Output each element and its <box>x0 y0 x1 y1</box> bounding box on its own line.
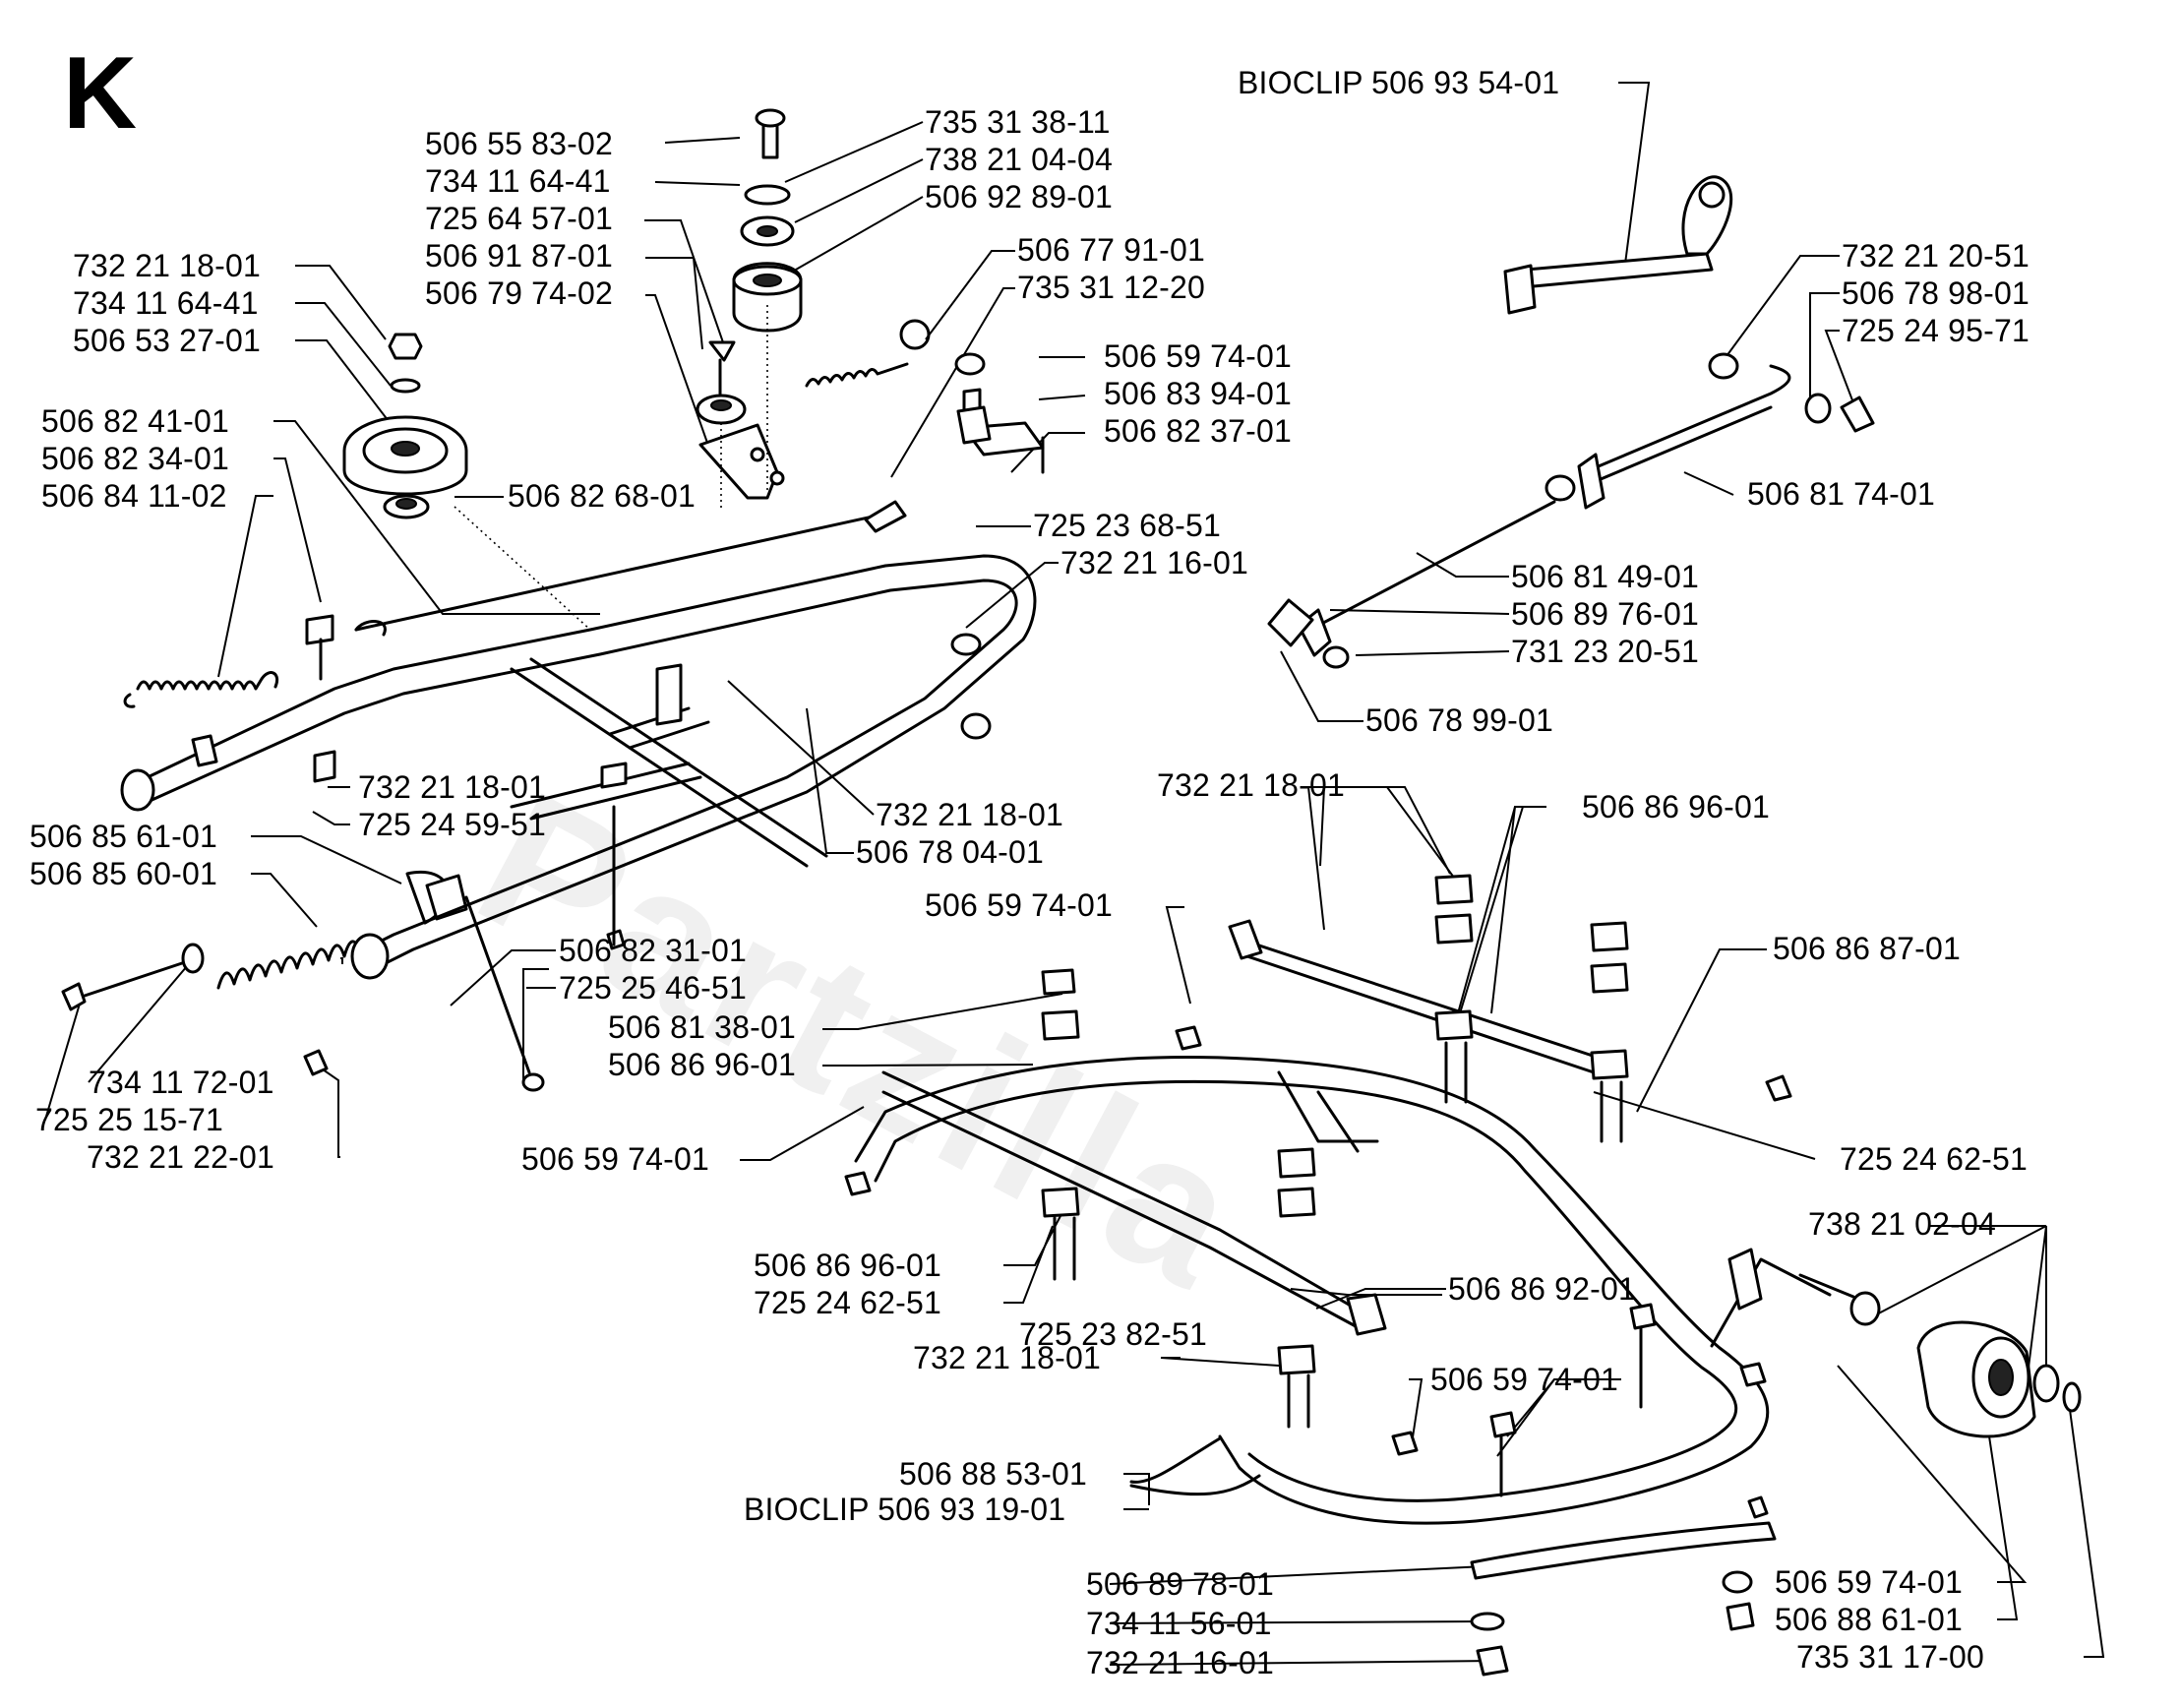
part-number-label: BIOCLIP 506 93 19-01 <box>744 1492 1066 1527</box>
part-number-label: 732 21 18-01 <box>876 797 1064 832</box>
part-number-label: 506 81 49-01 <box>1511 559 1700 594</box>
part-number-label: 725 64 57-01 <box>425 201 614 236</box>
part-number-label: 506 86 96-01 <box>754 1248 942 1283</box>
part-number-label: 506 83 94-01 <box>1104 376 1293 411</box>
part-number-label: 506 86 87-01 <box>1773 931 1962 966</box>
part-number-label: 506 82 41-01 <box>41 403 230 439</box>
part-number-label: 732 21 18-01 <box>913 1340 1102 1375</box>
part-number-label: 725 25 15-71 <box>35 1102 224 1137</box>
part-number-label: BIOCLIP 506 93 54-01 <box>1238 65 1560 100</box>
part-number-label: 506 89 78-01 <box>1086 1566 1275 1602</box>
part-number-label: 506 55 83-02 <box>425 126 614 161</box>
part-number-label: 506 78 04-01 <box>856 834 1045 870</box>
part-number-label: 506 59 74-01 <box>1104 338 1293 374</box>
part-number-label: 725 25 46-51 <box>559 970 748 1006</box>
part-number-label: 506 59 74-01 <box>925 887 1114 923</box>
part-number-label: 734 11 56-01 <box>1086 1606 1272 1641</box>
part-number-label: 506 82 37-01 <box>1104 413 1293 449</box>
part-number-label: 738 21 04-04 <box>925 142 1114 177</box>
part-number-label: 725 24 59-51 <box>358 807 547 842</box>
part-number-label: 506 78 98-01 <box>1842 275 2030 311</box>
part-number-label: 506 59 74-01 <box>521 1141 710 1177</box>
part-number-label: 506 86 92-01 <box>1448 1271 1637 1307</box>
part-number-label: 506 79 74-02 <box>425 275 614 311</box>
part-number-label: 506 81 38-01 <box>608 1009 797 1045</box>
part-number-label: 735 31 12-20 <box>1017 270 1206 305</box>
part-number-label: 506 86 96-01 <box>1582 789 1771 824</box>
part-number-label: 734 11 64-41 <box>425 163 611 199</box>
part-number-label: 506 82 34-01 <box>41 441 230 476</box>
leader-lines <box>44 82 2105 1666</box>
part-number-label: 506 88 53-01 <box>899 1456 1088 1492</box>
part-number-label: 506 77 91-01 <box>1017 232 1206 268</box>
part-number-label: 725 24 62-51 <box>1840 1141 2029 1177</box>
part-number-label: 506 86 96-01 <box>608 1047 797 1082</box>
part-number-label: 734 11 64-41 <box>73 285 259 321</box>
part-number-label: 506 81 74-01 <box>1747 476 1936 512</box>
diagram-letter: K <box>63 36 138 151</box>
part-number-label: 731 23 20-51 <box>1511 634 1700 669</box>
part-number-label: 506 82 68-01 <box>508 478 697 514</box>
part-number-label: 732 21 20-51 <box>1842 238 2030 274</box>
part-number-label: 735 31 17-00 <box>1796 1639 1985 1675</box>
part-number-label: 732 21 22-01 <box>87 1139 275 1175</box>
part-number-label: 732 21 16-01 <box>1086 1645 1275 1680</box>
part-number-label: 732 21 16-01 <box>1060 545 1249 580</box>
part-number-label: 735 31 38-11 <box>925 104 1111 140</box>
part-number-label: 506 84 11-02 <box>41 478 227 514</box>
part-number-label: 506 88 61-01 <box>1775 1602 1964 1637</box>
part-number-label: 506 59 74-01 <box>1775 1564 1964 1600</box>
part-number-label: 725 23 68-51 <box>1033 508 1222 543</box>
part-number-label: 506 59 74-01 <box>1430 1362 1619 1397</box>
part-number-label: 732 21 18-01 <box>1157 767 1346 803</box>
part-number-label: 506 82 31-01 <box>559 933 748 968</box>
part-number-label: 732 21 18-01 <box>73 248 262 283</box>
part-number-label: 506 92 89-01 <box>925 179 1114 214</box>
part-number-label: 506 53 27-01 <box>73 323 262 358</box>
part-number-label: 734 11 72-01 <box>89 1065 274 1100</box>
part-number-label: 725 24 62-51 <box>754 1285 942 1320</box>
part-number-label: 725 23 82-51 <box>1019 1316 1208 1352</box>
part-number-label: 725 24 95-71 <box>1842 313 2030 348</box>
part-number-label: 506 85 60-01 <box>30 856 218 891</box>
parts <box>61 108 2082 1677</box>
part-number-label: 738 21 02-04 <box>1808 1206 1997 1242</box>
part-number-label: 506 78 99-01 <box>1365 702 1554 738</box>
part-number-label: 506 89 76-01 <box>1511 596 1700 632</box>
part-number-label: 506 91 87-01 <box>425 238 614 274</box>
part-number-label: 506 85 61-01 <box>30 819 218 854</box>
part-number-label: 732 21 18-01 <box>358 769 547 805</box>
